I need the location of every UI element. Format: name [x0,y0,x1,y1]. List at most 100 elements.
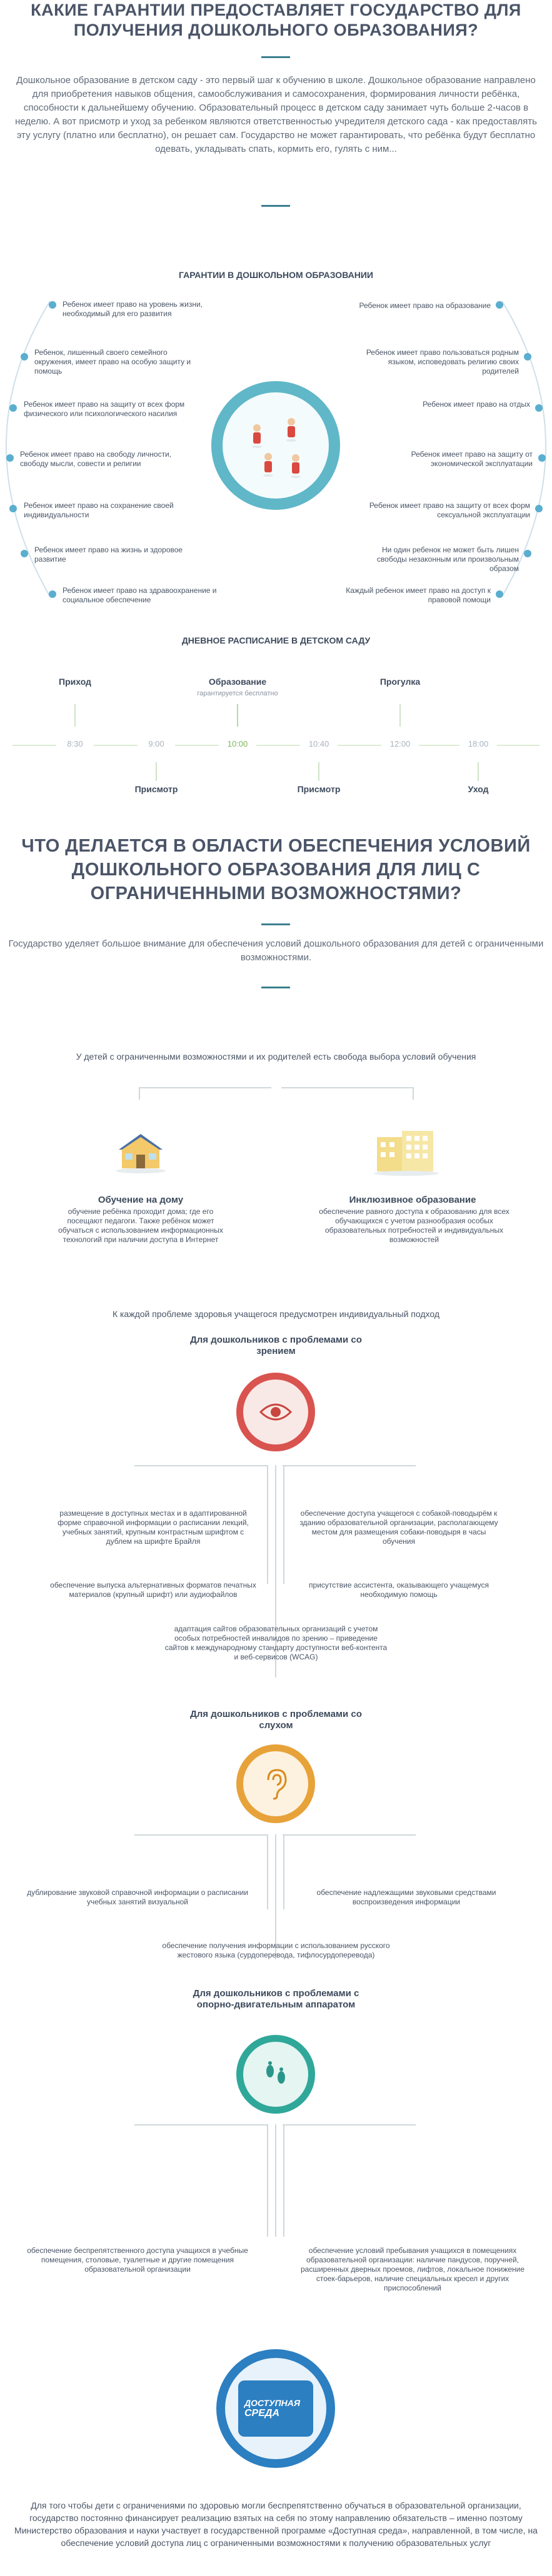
guarantee-dot [524,353,531,361]
children-icon [252,418,301,478]
house-icon [116,1134,166,1173]
guarantee-right-item: Ребенок имеет право на защиту от всех фо… [369,501,530,519]
program-text: Для того чтобы дети с ограничениями по з… [14,2500,538,2548]
schedule-time: 9:00 [138,739,175,748]
guarantee-left-item: Ребенок имеет право на сохранение своей … [24,501,174,519]
footprints-icon [266,2061,285,2084]
disability-rule [261,923,290,925]
choice-branch [139,1087,271,1088]
hearing-item: дублирование звуковой справочной информа… [27,1888,248,1906]
schedule-tick [74,704,76,727]
guarantee-dot [9,505,17,512]
guarantee-dot [496,301,503,309]
accessible-environment-badge: ДОСТУПНАЯ СРЕДА [216,2349,335,2468]
vision-badge [236,1373,315,1451]
hearing-branch [283,1834,284,1909]
guarantee-left-item: Ребенок имеет право на здравоохранение и… [63,586,217,604]
hearing-stem [275,1834,276,1959]
eye-icon [259,1403,292,1421]
accessible-environment-logo: ДОСТУПНАЯ СРЕДА [238,2380,313,2437]
intro-rule [261,205,290,207]
guarantee-left-item: Ребенок имеет право на жизнь и здоровое … [34,545,183,564]
motor-item: обеспечение условий пребывания учащихся … [300,2246,525,2292]
schedule-tick [399,704,401,727]
motor-title: Для дошкольников с проблемами с опорно-д… [193,1988,359,2010]
home-learning-text: обучение ребёнка проходит дома; где его … [58,1207,223,1244]
schedule-time: 10:40 [300,739,338,748]
guarantee-dot [538,454,546,462]
badge-line2: СРЕДА [244,2408,280,2419]
motor-branch [283,2124,416,2126]
vision-title: Для дошкольников с проблемами со зрением [190,1335,362,1356]
motor-branch [267,2124,268,2237]
guarantee-right-item: Ребенок имеет право на отдых [423,400,530,409]
vision-item: обеспечение выпуска альтернативных форма… [50,1581,256,1599]
schedule-education: Образование [208,677,267,687]
guarantee-dot [49,590,56,598]
hearing-branch [134,1834,268,1836]
schedule-tick [156,762,157,781]
motor-badge [236,2035,315,2114]
guarantee-dot [21,550,28,557]
schedule-time: 8:30 [56,739,94,748]
choice-branch [281,1087,414,1088]
guarantee-right-item: Каждый ребенок имеет право на доступ к п… [346,586,491,604]
schedule-tick [478,762,479,781]
schedule-walk: Прогулка [379,677,421,687]
motor-stem [275,2124,276,2237]
schedule-time: 18:00 [459,739,497,748]
title-rule [261,56,290,58]
hearing-badge [236,1744,315,1823]
disability-intro: Государство уделяет большое внимание для… [8,938,544,963]
hearing-item: обеспечение получения информации с испол… [162,1941,390,1959]
ear-icon [267,1769,287,1800]
guarantee-left-item: Ребенок, лишенный своего семейного окруж… [34,348,191,375]
vision-item: присутствие ассистента, оказывающего уча… [309,1581,489,1599]
intro-text: Дошкольное образование в детском саду - … [15,75,537,154]
vision-branch [283,1465,284,1584]
vision-branch [283,1465,416,1466]
vision-item: размещение в доступных местах и в адапти… [58,1509,249,1546]
schedule-title: ДНЕВНОЕ РАСПИСАНИЕ В ДЕТСКОМ САДУ [181,635,371,645]
guarantee-dot [9,404,17,412]
guarantee-left-item: Ребенок имеет право на защиту от всех фо… [24,400,185,418]
schedule-time: 10:00 [219,739,256,748]
guarantees-arcs [6,301,546,597]
guarantee-left-item: Ребенок имеет право на уровень жизни, не… [63,300,203,318]
schedule-leave: Уход [468,784,489,794]
vision-branch [267,1465,268,1584]
guarantee-right-item: Ребенок имеет право на образование [359,301,491,310]
schedule-time: 12:00 [381,739,419,748]
schedule-arrival: Приход [59,677,91,687]
schedule-tick [237,704,238,727]
guarantee-dot [496,590,503,598]
guarantee-dot [21,353,28,361]
vision-item: адаптация сайтов образовательных организ… [164,1624,388,1661]
disability-title: ЧТО ДЕЛАЕТСЯ В ОБЛАСТИ ОБЕСПЕЧЕНИЯ УСЛОВ… [21,836,531,903]
page-title: КАКИЕ ГАРАНТИИ ПРЕДОСТАВЛЯЕТ ГОСУДАРСТВО… [31,1,521,40]
hearing-title: Для дошкольников с проблемами со слухом [190,1709,362,1731]
schedule-tick [318,762,319,781]
schedule-care: Присмотр [297,784,341,794]
inclusive-title: Инклюзивное образование [349,1195,476,1205]
school-building-icon [374,1131,439,1176]
schedule-education-note: гарантируется бесплатно [197,690,278,697]
vision-branch [134,1465,268,1466]
hearing-branch [267,1834,268,1909]
children-illustration [211,381,340,510]
guarantee-dot [524,550,531,557]
vision-item: обеспечение доступа учащегося с собакой-… [299,1509,498,1546]
guarantee-left-item: Ребенок имеет право на свободу личности,… [20,450,172,468]
guarantee-right-item: Ребенок имеет право пользоваться родным … [366,348,519,375]
guarantee-right-item: Ни один ребенок не может быть лишен своб… [376,545,519,573]
hearing-branch [283,1834,416,1836]
approach-text: К каждой проблеме здоровья учащегося пре… [112,1309,440,1319]
guarantees-title: ГАРАНТИИ В ДОШКОЛЬНОМ ОБРАЗОВАНИИ [179,270,373,280]
vision-stem [275,1465,276,1678]
schedule-timeline [13,745,539,746]
guarantee-right-item: Ребенок имеет право на защиту от экономи… [411,450,533,468]
guarantee-dot [6,454,14,462]
choice-branch [413,1087,414,1100]
inclusive-text: обеспечение равного доступа к образовани… [319,1207,509,1244]
